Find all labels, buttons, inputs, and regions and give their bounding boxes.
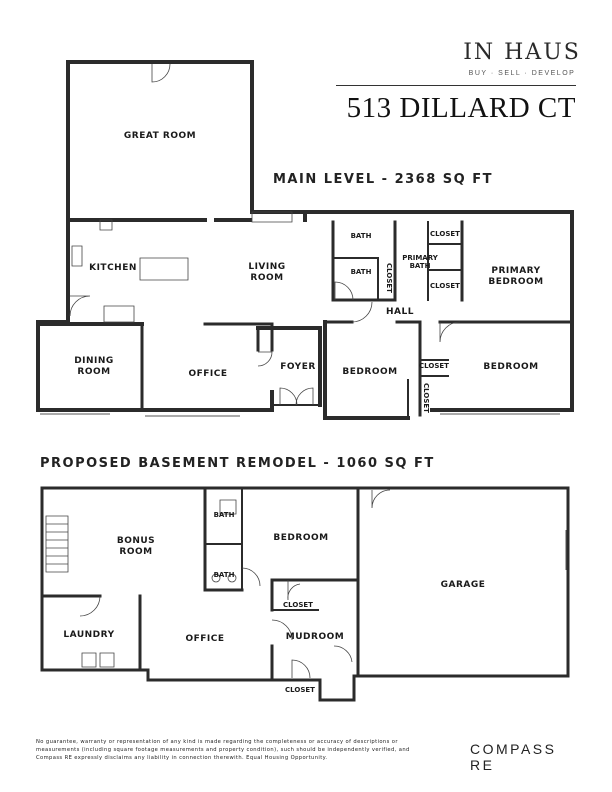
- room-bath-lower: BATH: [351, 268, 372, 276]
- bsmt-closet-a: CLOSET: [283, 601, 313, 609]
- room-primary-bedroom-line1: PRIMARY: [491, 266, 540, 276]
- bsmt-bedroom: BEDROOM: [273, 533, 328, 543]
- room-foyer: FOYER: [280, 362, 316, 372]
- brand-tagline: BUY · SELL · DEVELOP: [468, 70, 576, 77]
- room-bedroom-left: BEDROOM: [342, 367, 397, 377]
- room-closet-b: CLOSET: [430, 282, 460, 290]
- main-level-floorplan: GREAT ROOM KITCHEN LIVING ROOM DINING RO…: [0, 0, 612, 450]
- room-living-line2: ROOM: [250, 273, 283, 283]
- room-closet-e: CLOSET: [422, 383, 430, 413]
- room-office: OFFICE: [188, 369, 227, 379]
- room-dining-line1: DINING: [74, 356, 114, 366]
- bsmt-closet-b: CLOSET: [285, 686, 315, 694]
- room-hall: HALL: [386, 307, 414, 317]
- bsmt-garage: GARAGE: [441, 580, 486, 590]
- compass-logo: COMPASS RE: [470, 741, 557, 773]
- room-bath-upper: BATH: [351, 232, 372, 240]
- inhaus-logo: IN HAUS: [463, 40, 581, 65]
- room-primary-bath-line2: BATH: [410, 262, 431, 270]
- basement-floorplan: BONUS ROOM BATH BATH BEDROOM GARAGE LAUN…: [0, 470, 612, 710]
- room-closet-a: CLOSET: [430, 230, 460, 238]
- room-dining-line2: ROOM: [77, 367, 110, 377]
- room-primary-bedroom-line2: BEDROOM: [488, 277, 543, 287]
- bsmt-bonus-line2: ROOM: [119, 547, 152, 557]
- room-kitchen: KITCHEN: [89, 263, 137, 273]
- room-closet-d: CLOSET: [419, 362, 449, 370]
- bsmt-bonus-line1: BONUS: [117, 536, 155, 546]
- bsmt-office: OFFICE: [185, 634, 224, 644]
- legal-disclaimer: No guarantee, warranty or representation…: [36, 739, 410, 761]
- main-level-title: MAIN LEVEL - 2368 SQ FT: [273, 172, 493, 187]
- room-primary-bath-line1: PRIMARY: [402, 254, 439, 262]
- property-address: 513 DILLARD CT: [346, 92, 576, 124]
- address-divider: [336, 85, 576, 86]
- room-great-room: GREAT ROOM: [124, 131, 196, 141]
- bsmt-laundry: LAUNDRY: [63, 630, 114, 640]
- bsmt-bath-upper: BATH: [214, 511, 235, 519]
- room-closet-c: CLOSET: [385, 263, 393, 293]
- bsmt-mudroom: MUDROOM: [286, 632, 344, 642]
- room-living-line1: LIVING: [248, 262, 285, 272]
- basement-title: PROPOSED BASEMENT REMODEL - 1060 SQ FT: [40, 456, 435, 471]
- bsmt-bath-lower: BATH: [214, 571, 235, 579]
- room-bedroom-right: BEDROOM: [483, 362, 538, 372]
